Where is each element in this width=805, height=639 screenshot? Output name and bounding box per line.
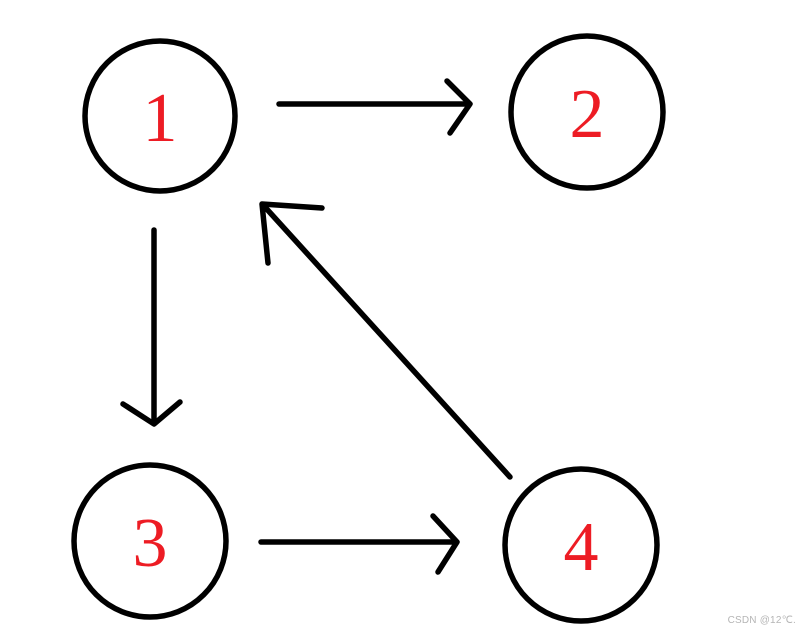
edge-1-to-2 — [276, 78, 473, 136]
node-1-circle — [82, 38, 238, 194]
graph-node-3: 3 — [71, 462, 229, 620]
graph-node-1: 1 — [82, 38, 238, 194]
edge-4-to-1 — [259, 201, 513, 480]
graph-node-4: 4 — [502, 466, 660, 624]
csdn-watermark: CSDN @12℃. — [727, 615, 796, 626]
edge-1-to-3 — [120, 227, 183, 427]
node-2-label: 2 — [570, 76, 605, 153]
node-3-label: 3 — [133, 505, 168, 582]
arrowhead-icon — [259, 201, 325, 266]
node-4-label: 4 — [564, 509, 599, 586]
node-3-circle — [71, 462, 229, 620]
arrowhead-icon — [430, 513, 460, 575]
node-2-circle — [508, 33, 666, 191]
node-4-circle — [502, 466, 660, 624]
edge-4-to-1-shaft — [261, 203, 513, 480]
arrowhead-icon — [444, 78, 473, 136]
graph-node-2: 2 — [508, 33, 666, 191]
arrowhead-icon — [120, 399, 183, 427]
node-1-label: 1 — [143, 80, 178, 157]
edge-3-to-4 — [258, 513, 460, 575]
